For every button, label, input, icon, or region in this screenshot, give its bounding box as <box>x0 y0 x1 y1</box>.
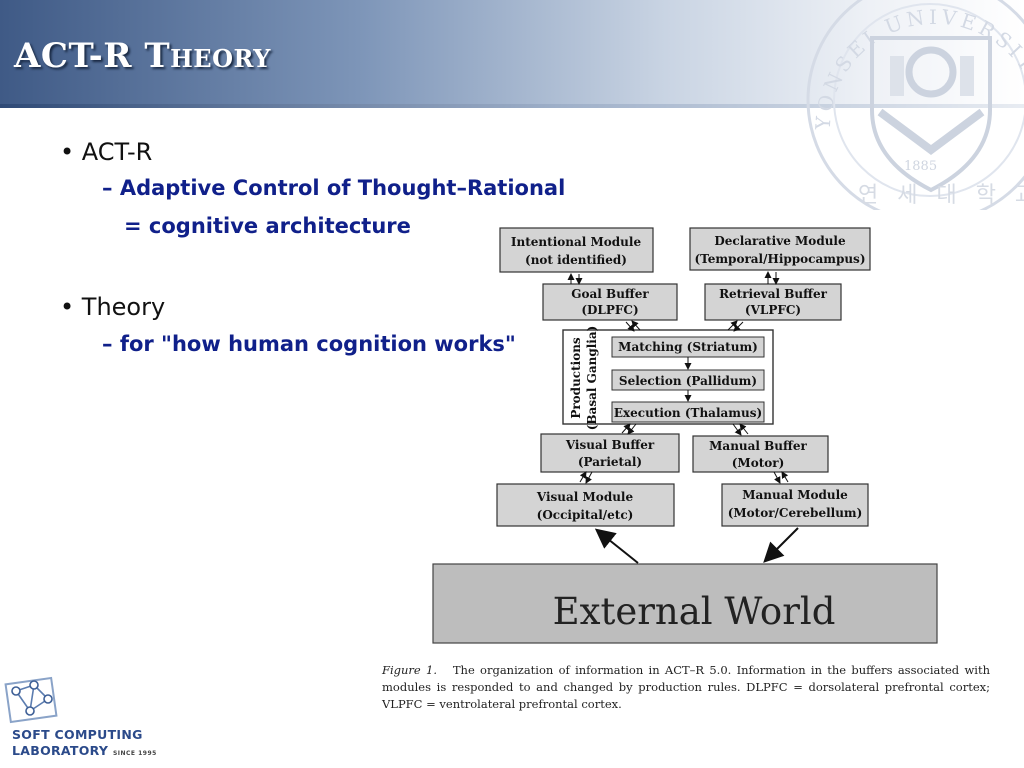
sub-bullet-continuation: = cognitive architecture <box>124 214 411 238</box>
figure-caption-text: The organization of information in ACT–R… <box>382 663 991 711</box>
productions-sub: (Basal Ganglia) <box>585 326 599 431</box>
lab-logo: SOFT COMPUTING LABORATORY SINCE 1995 <box>4 675 157 765</box>
sub-bullet: – for "how human cognition works" <box>102 332 516 356</box>
manual-module-title: Manual Module <box>742 488 848 502</box>
visual-module-title: Visual Module <box>536 490 634 504</box>
lab-name-line1: SOFT COMPUTING <box>12 727 143 742</box>
connector-arrows <box>567 271 799 564</box>
goal-buffer-sub: (DLPFC) <box>581 303 638 317</box>
retrieval-buffer-title: Retrieval Buffer <box>719 287 828 301</box>
visual-buffer-title: Visual Buffer <box>565 438 655 452</box>
seal-hangul: 연 세 대 학 교 <box>858 183 1024 208</box>
lab-name-line2: LABORATORY <box>12 743 109 758</box>
manual-buffer-sub: (Motor) <box>732 456 785 470</box>
matching-label: Matching (Striatum) <box>618 340 758 354</box>
bullet-act-r: • ACT-R <box>60 138 153 166</box>
manual-buffer-title: Manual Buffer <box>709 439 807 453</box>
external-world-label: External World <box>553 590 836 633</box>
seal-year: 1885 <box>904 159 937 174</box>
sub-bullet-text: Adaptive Control of Thought–Rational <box>119 176 566 200</box>
visual-buffer-box: Visual Buffer (Parietal) <box>540 433 680 473</box>
figure-caption: Figure 1. The organization of informatio… <box>382 662 990 713</box>
figure-label: Figure 1. <box>382 663 437 677</box>
goal-buffer-title: Goal Buffer <box>571 287 649 301</box>
page-title: ACT-R Theory <box>14 36 271 76</box>
visual-buffer-sub: (Parietal) <box>578 455 642 469</box>
retrieval-buffer-sub: (VLPFC) <box>745 303 801 317</box>
act-r-diagram: Intentional Module (not identified) Decl… <box>432 227 938 644</box>
sub-bullet-text: for "how human cognition works" <box>119 332 516 356</box>
header-banner <box>0 0 1024 104</box>
bullet-label: ACT-R <box>81 138 153 166</box>
selection-label: Selection (Pallidum) <box>619 374 757 388</box>
execution-label: Execution (Thalamus) <box>614 406 762 420</box>
declarative-module-title: Declarative Module <box>714 234 846 248</box>
external-world-box: External World <box>432 563 938 644</box>
retrieval-buffer-box: Retrieval Buffer (VLPFC) <box>704 283 842 321</box>
intentional-module-sub: (not identified) <box>525 253 627 267</box>
declarative-module-box: Declarative Module (Temporal/Hippocampus… <box>689 227 871 271</box>
intentional-module-title: Intentional Module <box>511 235 642 249</box>
sub-bullet: – Adaptive Control of Thought–Rational <box>102 176 566 200</box>
bullet-label: Theory <box>81 293 166 321</box>
productions-box: Productions (Basal Ganglia) Matching (St… <box>562 326 774 431</box>
university-seal-icon: YONSEI UNIVERSITY 1885 연 세 대 학 교 <box>800 0 1024 210</box>
lab-logo-icon <box>4 676 58 724</box>
bullet-theory: • Theory <box>60 293 166 321</box>
goal-buffer-box: Goal Buffer (DLPFC) <box>542 283 678 321</box>
manual-buffer-box: Manual Buffer (Motor) <box>692 435 829 473</box>
manual-module-sub: (Motor/Cerebellum) <box>728 506 863 520</box>
productions-label: Productions <box>569 337 583 419</box>
intentional-module-box: Intentional Module (not identified) <box>499 227 654 273</box>
declarative-module-sub: (Temporal/Hippocampus) <box>694 252 865 266</box>
visual-module-box: Visual Module (Occipital/etc) <box>496 483 675 527</box>
lab-name-line2-wrap: LABORATORY SINCE 1995 <box>12 743 157 758</box>
visual-module-sub: (Occipital/etc) <box>537 508 634 522</box>
manual-module-box: Manual Module (Motor/Cerebellum) <box>721 483 869 527</box>
lab-since: SINCE 1995 <box>112 750 157 757</box>
header-divider <box>0 104 1024 108</box>
